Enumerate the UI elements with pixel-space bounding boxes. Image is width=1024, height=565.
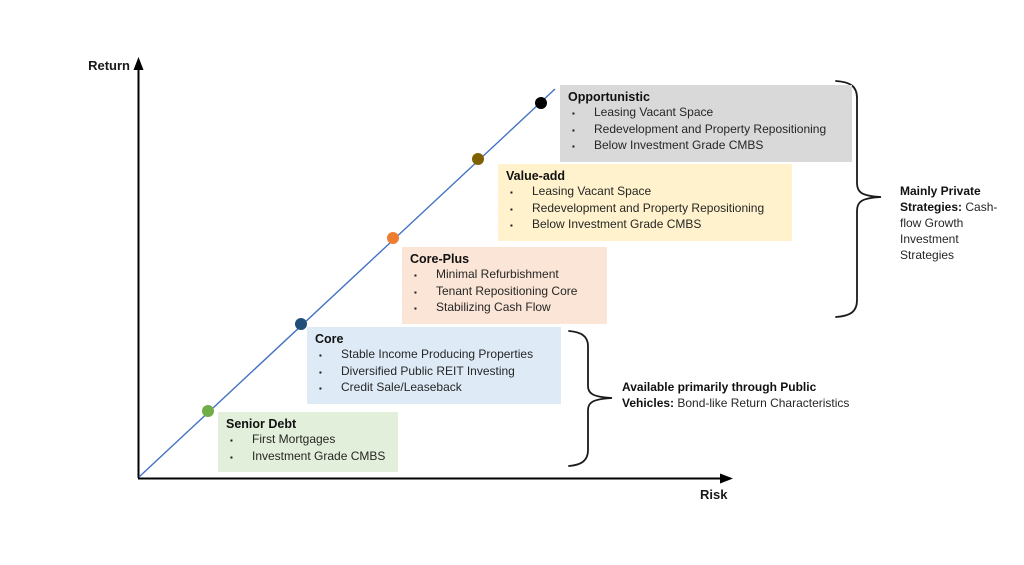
bullet-text: Investment Grade CMBS (252, 448, 386, 463)
strategy-box-core: Core ▪ Stable Income Producing Propertie… (307, 327, 561, 404)
point-value-add (472, 153, 484, 165)
strategy-bullet-row: ▪ Leasing Vacant Space (506, 184, 784, 201)
strategy-box-senior-debt: Senior Debt ▪ First Mortgages ▪ Investme… (218, 412, 398, 472)
x-axis-arrow-icon (720, 473, 733, 484)
bullet-text: Stable Income Producing Properties (341, 347, 534, 361)
bullet-square-icon: ▪ (510, 221, 513, 230)
strategy-bullet-row: ▪ Diversified Public REIT Investing (315, 364, 553, 381)
strategy-bullet-row: ▪ First Mortgages (226, 432, 390, 449)
bullet-square-icon: ▪ (572, 109, 575, 118)
bullet-text: Minimal Refurbishment (436, 267, 559, 281)
strategy-box-core-plus: Core-Plus ▪ Minimal Refurbishment ▪ Tena… (402, 247, 607, 324)
bullet-text: Below Investment Grade CMBS (532, 217, 702, 231)
strategy-bullet-row: ▪ Leasing Vacant Space (568, 105, 844, 122)
strategy-bullet-row: ▪ Redevelopment and Property Repositioni… (568, 122, 844, 139)
annotation-public-vehicles: Available primarily through Public Vehic… (622, 379, 854, 411)
brace-private-strategies (835, 80, 882, 318)
bullet-square-icon: ▪ (319, 384, 322, 393)
strategy-box-value-add: Value-add ▪ Leasing Vacant Space ▪ Redev… (498, 164, 792, 241)
strategy-bullet-row: ▪ Investment Grade CMBS (226, 449, 390, 466)
bullet-text: Stabilizing Cash Flow (436, 300, 551, 314)
bullet-text: Diversified Public REIT Investing (341, 363, 515, 378)
annotation-bold-text: Mainly Private Strategies: (900, 184, 981, 214)
bullet-square-icon: ▪ (319, 367, 322, 377)
bullet-text: Credit Sale/Leaseback (341, 380, 462, 394)
bullet-text: Leasing Vacant Space (532, 184, 652, 198)
strategy-title: Senior Debt (226, 417, 297, 431)
bullet-square-icon: ▪ (414, 304, 417, 313)
strategy-bullet-row: ▪ Tenant Repositioning Core (410, 284, 599, 301)
y-axis-arrow-icon (133, 57, 144, 70)
strategy-box-opportunistic: Opportunistic ▪ Leasing Vacant Space ▪ R… (560, 85, 852, 162)
strategy-bullet-row: ▪ Below Investment Grade CMBS (506, 217, 784, 234)
y-axis-label: Return (88, 58, 130, 73)
strategy-title: Value-add (506, 169, 566, 183)
point-opportunistic (535, 97, 547, 109)
bullet-square-icon: ▪ (510, 204, 513, 214)
bullet-text: Redevelopment and Property Repositioning (594, 121, 827, 136)
strategy-bullet-row: ▪ Credit Sale/Leaseback (315, 380, 553, 397)
annotation-regular-text: Bond-like Return Characteristics (674, 396, 850, 410)
strategy-title: Core (315, 332, 344, 346)
strategy-bullet-row: ▪ Stable Income Producing Properties (315, 347, 553, 364)
bullet-square-icon: ▪ (414, 287, 417, 297)
bullet-square-icon: ▪ (319, 351, 322, 360)
strategy-bullet-row: ▪ Redevelopment and Property Repositioni… (506, 201, 784, 218)
bullet-text: Leasing Vacant Space (594, 105, 714, 119)
bullet-square-icon: ▪ (414, 271, 417, 280)
strategy-title: Opportunistic (568, 90, 650, 104)
bullet-square-icon: ▪ (572, 142, 575, 151)
point-core (295, 318, 307, 330)
point-core-plus (387, 232, 399, 244)
strategy-bullet-row: ▪ Below Investment Grade CMBS (568, 138, 844, 155)
annotation-private-strategies: Mainly Private Strategies: Cash-flow Gro… (900, 183, 1014, 263)
strategy-bullet-row: ▪ Stabilizing Cash Flow (410, 300, 599, 317)
bullet-square-icon: ▪ (230, 436, 233, 445)
bullet-text: Below Investment Grade CMBS (594, 138, 764, 152)
point-senior-debt (202, 405, 214, 417)
bullet-text: Redevelopment and Property Repositioning (532, 200, 765, 215)
bullet-text: First Mortgages (252, 432, 336, 446)
bullet-square-icon: ▪ (572, 125, 575, 135)
bullet-text: Tenant Repositioning Core (436, 283, 578, 298)
bullet-square-icon: ▪ (510, 188, 513, 197)
strategy-title: Core-Plus (410, 252, 470, 266)
annotation-regular-text: Cash-flow Growth Investment Strategies (900, 200, 998, 262)
strategy-bullet-row: ▪ Minimal Refurbishment (410, 267, 599, 284)
x-axis-label: Risk (700, 487, 728, 502)
brace-public-vehicles (568, 330, 613, 467)
annotation-bold-text: Available primarily through Public Vehic… (622, 380, 817, 410)
bullet-square-icon: ▪ (230, 452, 233, 462)
